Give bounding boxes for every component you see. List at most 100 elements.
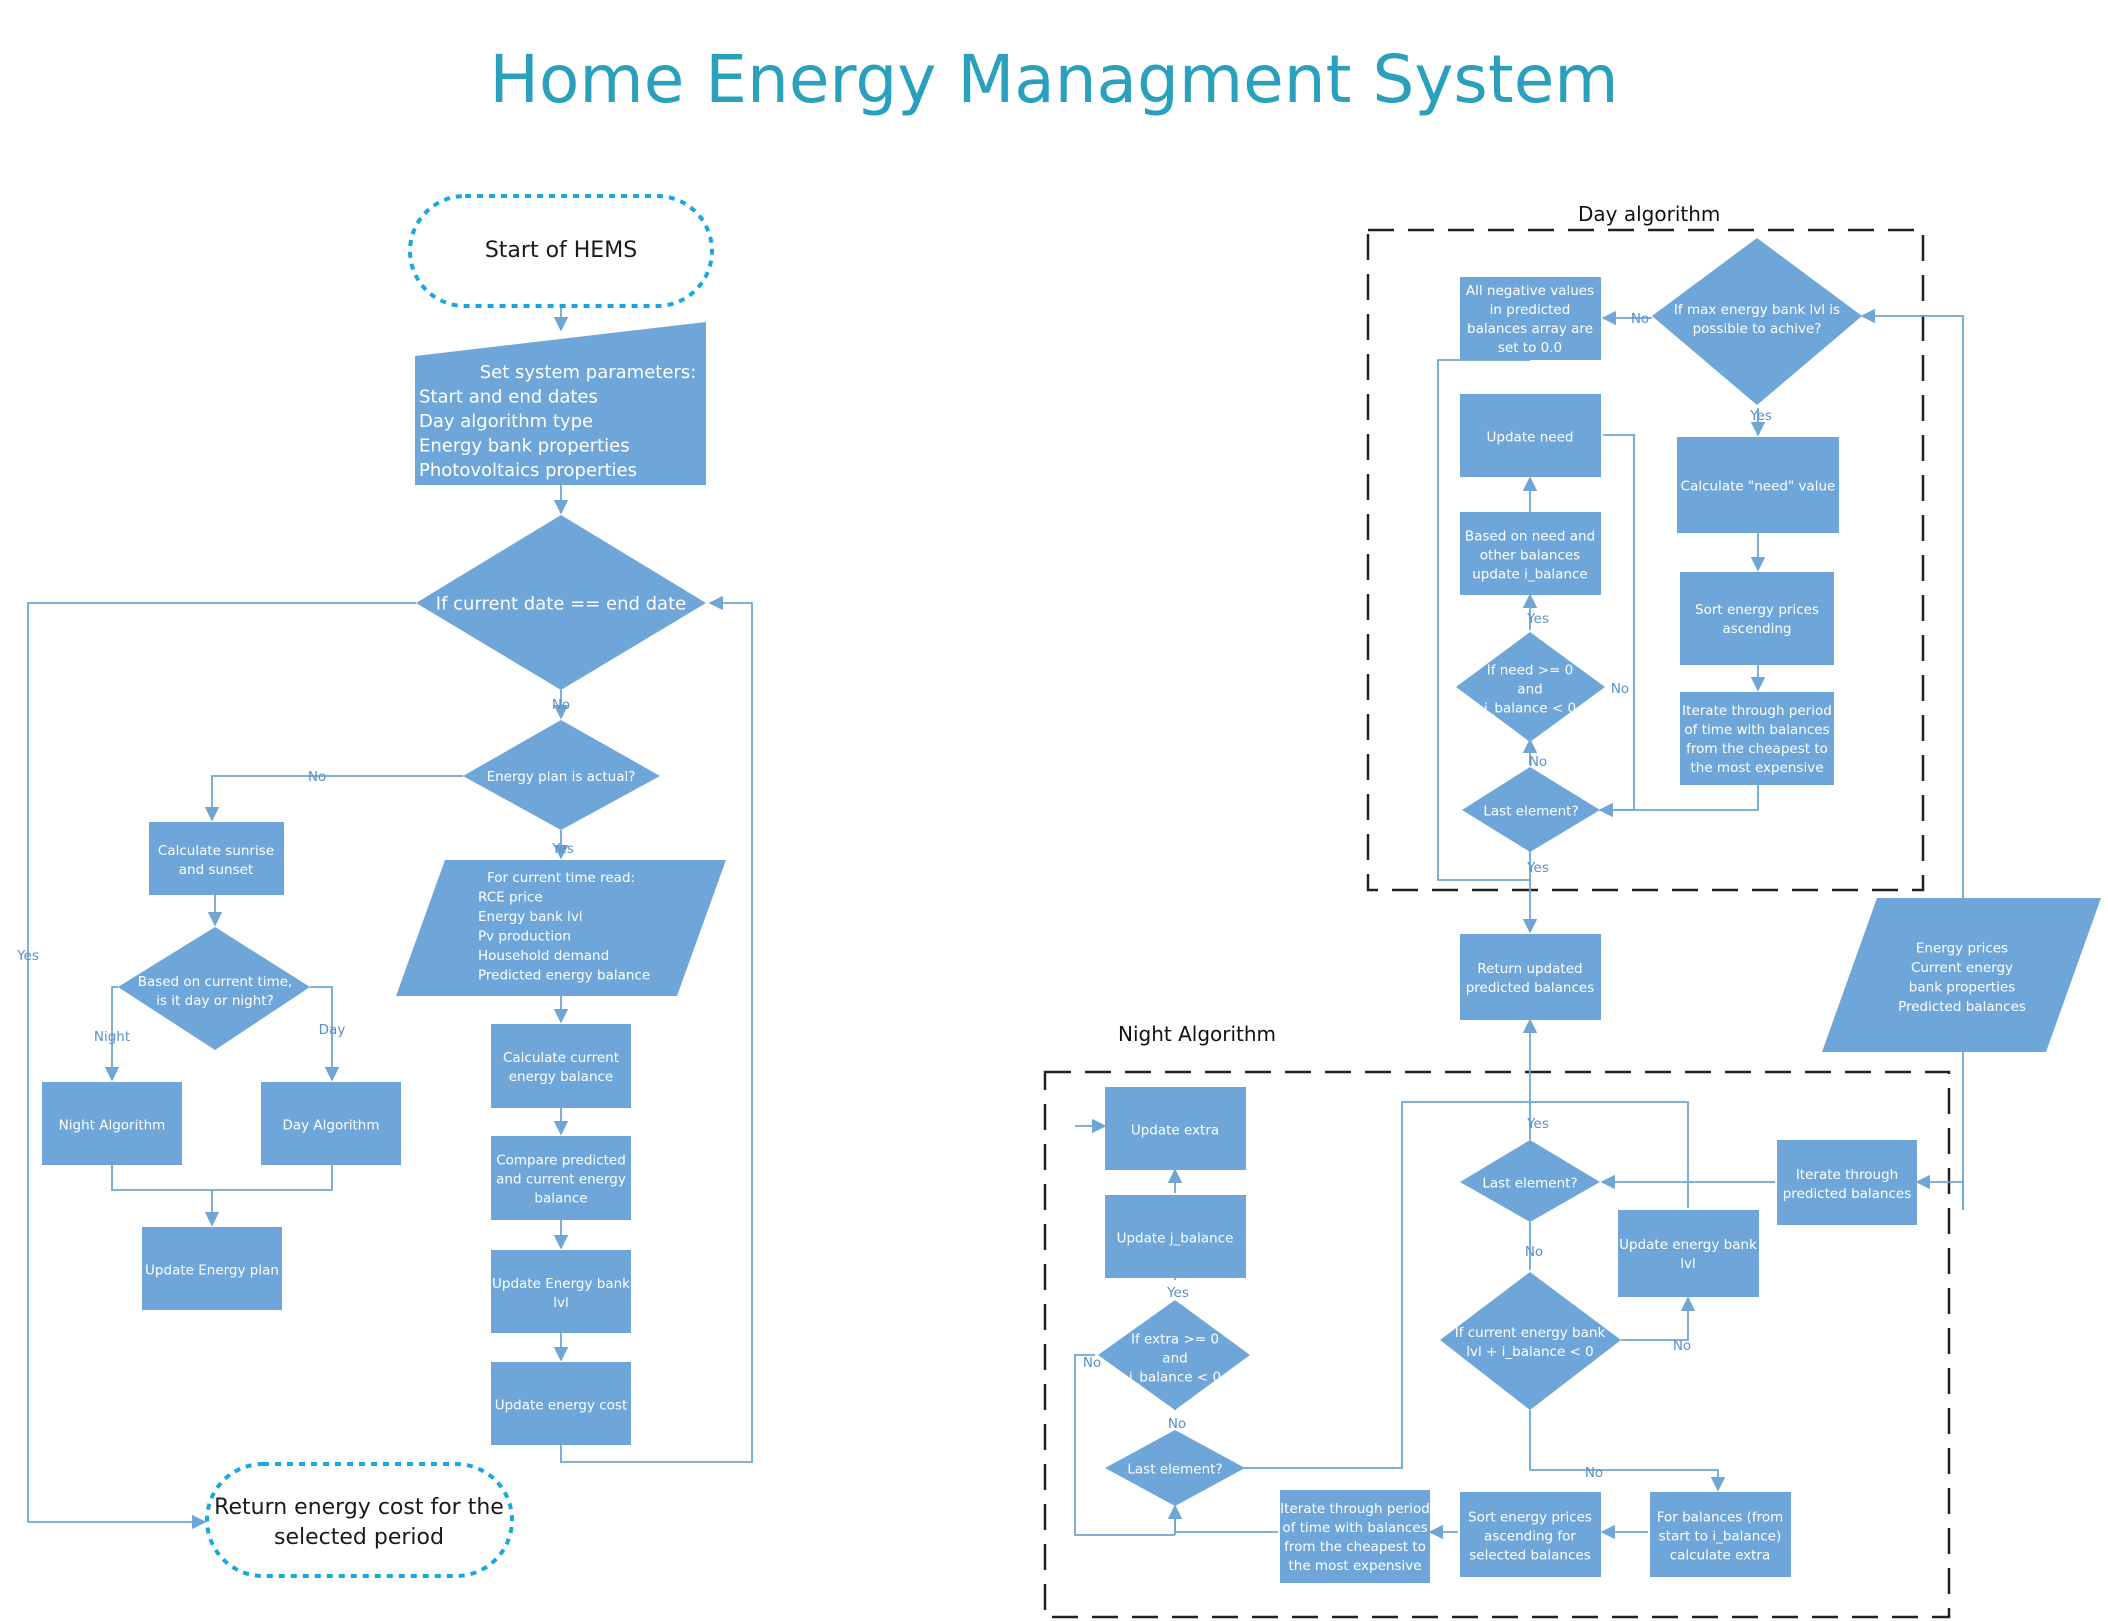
set-parameters-text: Set system parameters: Start and end date… xyxy=(419,362,696,481)
night-sort-prices-text-line: Sort energy prices xyxy=(1468,1510,1592,1526)
night-iterate-period-process xyxy=(1280,1490,1430,1583)
return-cost-text-line: Return energy cost for the xyxy=(214,1495,504,1520)
night-update-bank-text: Update energy bank lvl xyxy=(1619,1237,1757,1272)
compare-balance-text-line: Compare predicted xyxy=(496,1153,626,1169)
calculate-extra-text-line: start to i_balance) xyxy=(1659,1529,1782,1545)
day-last-element-text: Last element? xyxy=(1483,804,1578,820)
negative-values-text-line: All negative values xyxy=(1466,283,1594,299)
night-sort-prices-text-line: ascending for xyxy=(1484,1529,1576,1545)
update-extra-text: Update extra xyxy=(1131,1123,1219,1139)
set-parameters-text-line: Start and end dates xyxy=(419,387,598,408)
iterate-period-process xyxy=(1680,692,1834,785)
iterate-period-text-line: of time with balances xyxy=(1684,722,1829,738)
extra-decision xyxy=(1098,1300,1250,1410)
set-parameters-text-line: Energy bank properties xyxy=(419,436,630,457)
day-algorithm-text-line: Day Algorithm xyxy=(282,1118,379,1134)
night-last-element-left-decision xyxy=(1105,1430,1245,1506)
night-sort-prices-process xyxy=(1460,1492,1601,1577)
set-parameters-text-line: Set system parameters: xyxy=(480,362,697,383)
max-bank-decision-text-line: possible to achive? xyxy=(1693,321,1822,337)
start-label: Start of HEMS xyxy=(485,238,637,263)
plan-actual-decision xyxy=(463,720,660,830)
label-yes-extra: Yes xyxy=(1166,1285,1189,1301)
night-iterate-period-text-line: Iterate through period xyxy=(1280,1501,1430,1517)
plan-actual-decision-text-line: Energy plan is actual? xyxy=(487,769,636,785)
day-night-decision xyxy=(118,927,310,1050)
set-parameters-text-line: Photovoltaics properties xyxy=(419,460,637,481)
start-terminator xyxy=(408,194,714,308)
update-need-process xyxy=(1460,394,1601,477)
update-bank-process xyxy=(491,1250,631,1333)
sort-prices-process xyxy=(1680,572,1834,665)
label-no-end-date: No xyxy=(552,697,570,713)
iterate-period-text-line: Iterate through period xyxy=(1682,703,1832,719)
read-data-text-line: For current time read: xyxy=(487,870,635,886)
extra-decision-text-line: and xyxy=(1162,1351,1187,1367)
end-date-decision xyxy=(416,515,706,690)
calculate-extra-text: For balances (from start to i_balance)cal… xyxy=(1657,1510,1784,1564)
calculate-sunrise-text-line: and sunset xyxy=(179,862,253,878)
plan-actual-decision-text: Energy plan is actual? xyxy=(487,769,636,785)
night-last-element-left-text-line: Last element? xyxy=(1127,1462,1222,1478)
read-data-text-line: Predicted energy balance xyxy=(478,968,650,984)
label-no-plan-actual: No xyxy=(308,769,326,785)
calculate-balance-process xyxy=(491,1024,631,1108)
calculate-need-text: Calculate "need" value xyxy=(1681,479,1836,495)
need-decision xyxy=(1456,632,1605,742)
compare-balance-text-line: and current energy xyxy=(496,1172,626,1188)
negative-values-text-line: set to 0.0 xyxy=(1498,340,1562,356)
night-last-element-decision xyxy=(1460,1140,1600,1222)
night-update-bank-text-line: lvl xyxy=(1680,1256,1696,1272)
bank-balance-decision-text-line: lvl + i_balance < 0 xyxy=(1466,1344,1594,1360)
calculate-extra-process xyxy=(1650,1492,1791,1577)
update-j-balance-text-line: Update j_balance xyxy=(1117,1231,1234,1247)
label-no-night-last: No xyxy=(1525,1244,1543,1260)
day-night-decision-text-line: is it day or night? xyxy=(156,993,274,1009)
night-update-bank-process xyxy=(1618,1210,1759,1297)
update-cost-text: Update energy cost xyxy=(495,1398,628,1414)
return-updated-text-line: Return updated xyxy=(1477,961,1582,977)
edge-labels: No Yes No Yes Night Day No Yes Yes No No… xyxy=(16,311,1772,1481)
night-algorithm-process xyxy=(42,1082,182,1165)
compare-balance-text-line: balance xyxy=(534,1191,587,1207)
update-i-balance-text-line: update i_balance xyxy=(1472,567,1588,583)
night-algorithm-label: Night Algorithm xyxy=(1118,1022,1276,1046)
label-yes-plan-actual: Yes xyxy=(551,841,574,857)
calculate-balance-text-line: Calculate current xyxy=(503,1050,619,1066)
update-extra-text-line: Update extra xyxy=(1131,1123,1219,1139)
label-no-day-last: No xyxy=(1529,754,1547,770)
read-data-text-line: RCE price xyxy=(478,890,543,906)
update-energy-plan-process xyxy=(142,1227,282,1310)
negative-values-process xyxy=(1460,277,1601,360)
night-iterate-period-text-line: from the cheapest to xyxy=(1284,1539,1426,1555)
read-data-text-line: Pv production xyxy=(478,929,571,945)
max-bank-decision-text-line: If max energy bank lvl is xyxy=(1674,302,1840,318)
night-algorithm-text: Night Algorithm xyxy=(59,1118,166,1134)
calculate-extra-text-line: calculate extra xyxy=(1670,1548,1771,1564)
label-yes-end-date: Yes xyxy=(16,948,39,964)
calculate-extra-text-line: For balances (from xyxy=(1657,1510,1784,1526)
day-night-decision-text-line: Based on current time, xyxy=(138,974,293,990)
max-bank-decision-text: If max energy bank lvl is possible to ach… xyxy=(1674,302,1840,337)
update-cost-text-line: Update energy cost xyxy=(495,1398,628,1414)
calculate-sunrise-text-line: Calculate sunrise xyxy=(158,843,274,859)
update-j-balance-process xyxy=(1105,1195,1246,1278)
label-no-night-last-left: No xyxy=(1168,1416,1186,1432)
label-no-need: No xyxy=(1611,681,1629,697)
label-yes-need: Yes xyxy=(1526,611,1549,627)
night-update-bank-text-line: Update energy bank xyxy=(1619,1237,1757,1253)
set-parameters-text-line: Day algorithm type xyxy=(419,411,593,432)
update-i-balance-process xyxy=(1460,512,1601,595)
